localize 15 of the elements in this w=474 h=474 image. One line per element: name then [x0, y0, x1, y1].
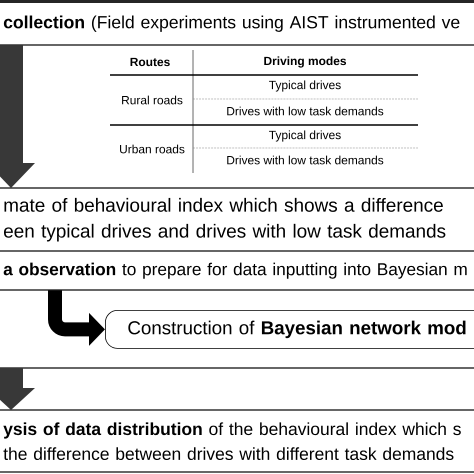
driving-mode-label: Typical drives [269, 130, 341, 142]
table-header: Routes [130, 58, 170, 66]
driving-mode-label: Drives with low task demands [227, 106, 384, 116]
step-text: mate of behavioural index which shows a difference een typical drives and drives with low task demands [4, 198, 446, 242]
process-box: Construction of Bayesian network mod [105, 310, 474, 349]
route-label: Urban roads [120, 144, 184, 154]
driving-mode-label: Typical drives [269, 80, 341, 92]
step-text: collection (Field experiments using AIST instrumented ve [4, 16, 460, 32]
driving-mode-label: Drives with low task demands [227, 156, 384, 164]
arrow [0, 368, 35, 410]
table-header: Driving modes [264, 56, 346, 68]
step-text: a observation to prepare for data inputting into Bayesian m [4, 262, 467, 279]
step-text: ysis of data distribution of the behavioural index which s the difference between drives with different task demands [3, 422, 461, 460]
route-label: Rural roads [122, 96, 182, 104]
arrow [0, 45, 35, 188]
